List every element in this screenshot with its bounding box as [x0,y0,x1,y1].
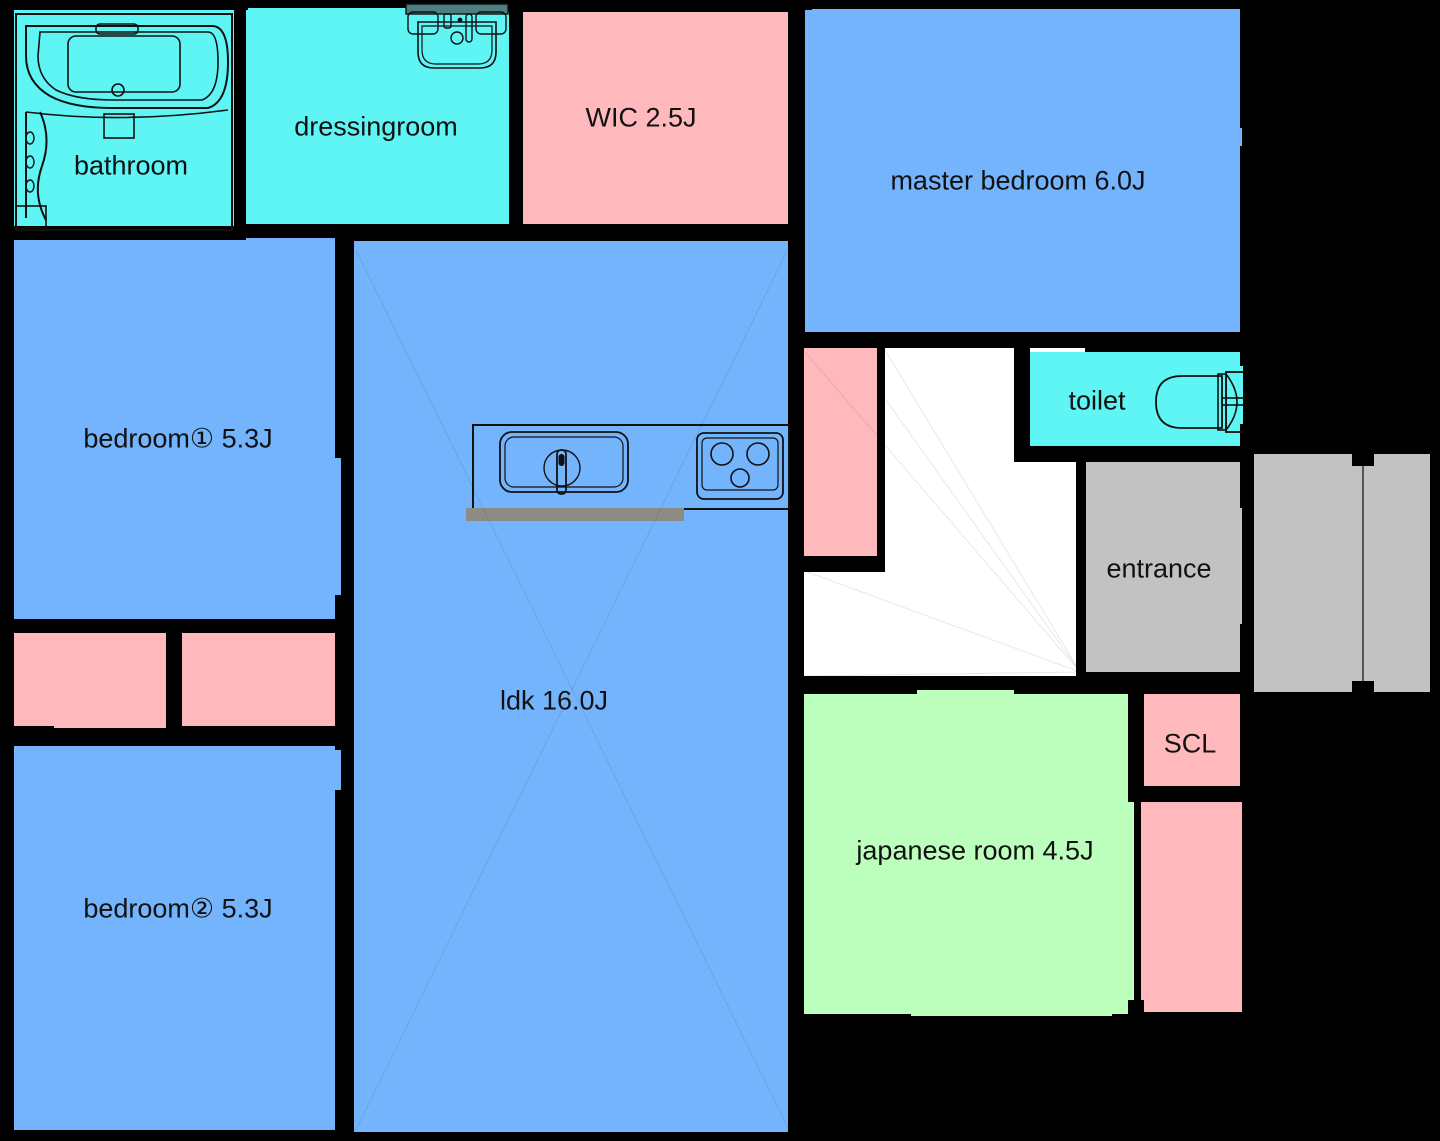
wall-left-3 [0,630,14,750]
wall-ldk-bottom [346,1132,804,1141]
wall-wic-bottom [509,224,804,240]
wall-scl-right [1240,678,1254,800]
wall-entrance-left [1076,458,1086,680]
porch [1254,452,1440,695]
wall-master-bottom [793,332,1023,348]
room-bathroom[interactable] [12,10,234,232]
wall-jp-top-b [1014,678,1146,694]
wall-closet-bottom-a [0,726,54,742]
wall-master-right2 [1240,146,1254,346]
wall-left-2 [0,520,14,640]
wall-entrance-right-b [1240,624,1254,684]
wall-bath-bottom [0,226,246,240]
wall-toilet-right [1240,340,1254,366]
wall-top-left [0,0,240,10]
wall-bath-right [234,0,246,232]
room-entrance[interactable] [1084,458,1242,677]
wall-scl-left [1128,678,1142,800]
wall-top-a [0,0,14,240]
porch-notch-bottom [1352,681,1374,695]
kitchen-counter-edge [466,508,684,521]
wall-left-1 [0,230,14,366]
room-japanese[interactable] [804,690,1134,1016]
closet-bedroom-2[interactable] [180,631,341,728]
room-toilet[interactable] [1028,352,1243,450]
wall-scl-top [1134,672,1254,688]
closet-bedroom-1[interactable] [12,631,168,728]
kitchen-counter [472,424,790,510]
wall-porch-top [1246,440,1440,454]
wall-dress-bottom [335,224,519,240]
wall-master-left [793,0,805,346]
hallway-lower [800,566,1085,676]
wall-ldk-right-b [788,508,804,1141]
wall-dress-right [509,0,523,232]
porch-notch-top [1352,452,1374,466]
room-ldk[interactable] [352,241,790,1136]
wall-top-e [1240,0,1440,12]
wall-toilet-left [1014,340,1030,458]
wall-porch-bottom [1246,692,1440,708]
wall-jp-bottom-b [1112,1014,1252,1032]
wall-bed2-bottom [0,1130,352,1141]
room-master-bedroom[interactable] [805,9,1242,336]
closet-scl-lower[interactable] [1141,800,1242,1012]
wall-scl-bottom [1128,786,1254,802]
wall-master-bottom-b [1012,332,1256,348]
room-wic[interactable] [521,11,790,225]
closet-pantry-fill [801,347,883,563]
porch-divider [1362,452,1364,695]
wall-left-5 [0,1000,14,1141]
room-dressingroom[interactable] [243,8,511,224]
wall-top-c [521,0,803,12]
wall-toilet-bottom [1014,446,1254,462]
wall-jp-bottom-a [795,1014,911,1032]
wall-left-4 [0,740,14,862]
wall-pantry-bottom [795,556,885,572]
wall-pantry-right [877,345,885,567]
wall-entrance-right-a [1240,452,1254,508]
room-scl[interactable] [1141,694,1242,789]
wall-closet-mid [166,619,182,744]
wall-porch-right [1430,440,1440,708]
wall-jp-top-a [795,678,917,694]
wall-master-right [1240,0,1254,128]
room-bedroom-2[interactable] [14,746,341,1136]
room-bedroom-1[interactable] [14,238,341,622]
wall-top-d [800,0,812,10]
wall-closet-bottom-b [166,726,346,744]
wall-ldk-left [346,230,354,1141]
